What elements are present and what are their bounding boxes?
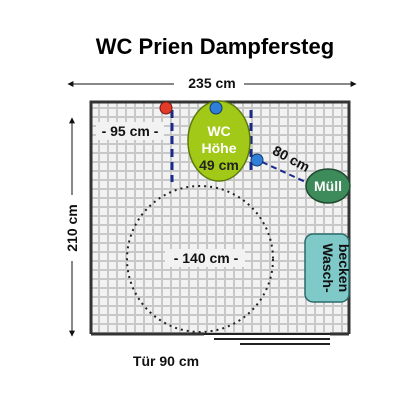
turning-label-bg — [165, 249, 245, 267]
turning-circle-label: - 140 cm - — [174, 250, 239, 266]
wc-label-line3: 49 cm — [199, 157, 239, 173]
height-label-bg — [62, 195, 82, 261]
marker-red — [159, 101, 173, 115]
width-label-bg — [174, 72, 244, 92]
sink — [304, 233, 350, 303]
marker-blue-side — [250, 153, 264, 167]
diagonal-distance-line — [261, 161, 311, 185]
wc-label-line2: Höhe — [202, 140, 237, 156]
sink-label-line2: becken — [336, 244, 352, 292]
trash-bin — [305, 168, 351, 204]
door-label: Tür 90 cm — [133, 353, 199, 369]
width-dimension-label: 235 cm — [188, 75, 235, 91]
height-dimension-label: 210 cm — [64, 204, 80, 251]
sink-label-line1: Wasch- — [320, 243, 336, 293]
marker-blue-top — [209, 101, 223, 115]
side-label-bg — [96, 122, 164, 140]
turning-circle — [126, 185, 274, 333]
diagram-title: WC Prien Dampfersteg — [96, 34, 334, 59]
side-distance-label: - 95 cm - — [102, 123, 159, 139]
trash-label: Müll — [314, 178, 342, 194]
wc-label-line1: WC — [207, 123, 230, 139]
wc-bowl — [187, 100, 251, 182]
